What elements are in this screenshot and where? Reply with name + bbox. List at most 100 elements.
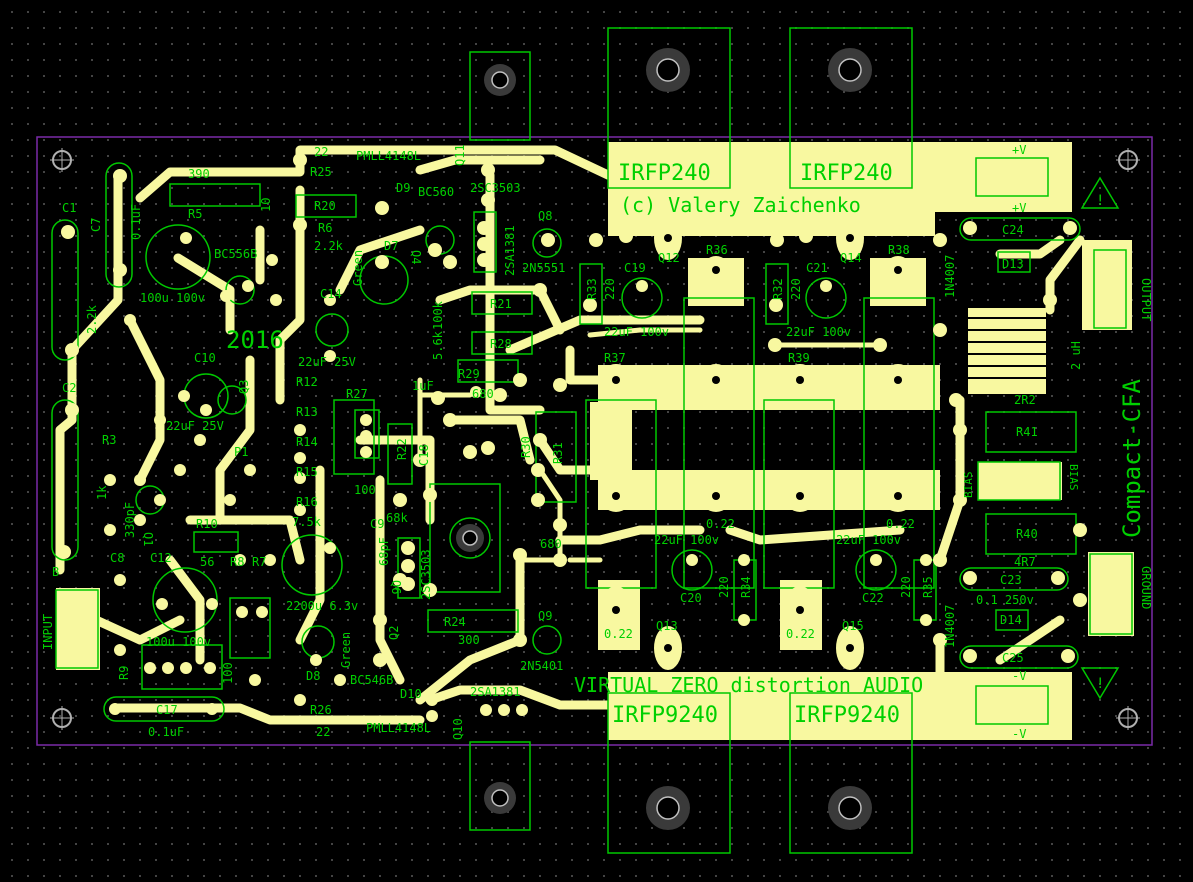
c8-label: C8 [110, 551, 124, 565]
cap-22u100-d: 22uF 100v [836, 533, 901, 547]
cap-22u100-b: 22uF 100v [786, 325, 851, 339]
cap-2200u: 2200u 6.3v [286, 599, 358, 613]
green-led-top: Green [351, 250, 365, 286]
r14-label: R14 [296, 435, 318, 449]
output-label: OUTPUT [1139, 278, 1153, 321]
r39-label: R39 [788, 351, 810, 365]
bias-left-label: BIAS [962, 472, 975, 499]
label-layer: IRFP240 IRFP240 IRFP9240 IRFP9240 (c) Va… [41, 143, 1153, 741]
year-label: 2016 [226, 326, 284, 354]
r16-value: 7.5k [292, 515, 322, 529]
rsense-a: 0.22 [604, 627, 633, 641]
c19-label: C19 [624, 261, 646, 275]
pos-supply-label: +V [1012, 201, 1026, 215]
r25-value: 22 [314, 145, 328, 159]
hazard-icon-top: ! [1096, 193, 1104, 209]
r25-label: R25 [310, 165, 332, 179]
cap-22u25-a: 22uF 25V [298, 355, 356, 369]
neg-supply-label: -V [1012, 669, 1026, 683]
r35-label: R35 [921, 576, 935, 598]
rsense-c: 0.22 [706, 517, 735, 531]
d8-label: D8 [306, 669, 320, 683]
r27-label: R27 [346, 387, 368, 401]
r29-value: 680 [472, 387, 494, 401]
q12-part-label: IRFP240 [618, 161, 711, 186]
r37-label: R37 [604, 351, 626, 365]
brand-label: (c) Valery Zaichenko [620, 193, 861, 217]
r33-value: 220 [603, 278, 617, 300]
board-outline [36, 136, 1153, 746]
c9-value: 68k [386, 511, 408, 525]
pads-layer [50, 48, 1140, 830]
cap-100u100-b: 100u 100v [146, 635, 211, 649]
c7-label: C7 [89, 218, 103, 232]
d9-label: D9 [396, 181, 410, 195]
r26-value: 22 [316, 725, 330, 739]
ground-label: GROUND [1139, 566, 1153, 609]
r5-value: 390 [188, 167, 210, 181]
v56k-label: 5.6k [431, 330, 445, 360]
sc3503-bottom-label: 2SC3503 [419, 549, 433, 600]
c23-label: C23 [1000, 573, 1022, 587]
r22-label: R22 [395, 438, 409, 460]
r31-label: R31 [551, 442, 565, 464]
inductor-label: 2 uH [1069, 341, 1083, 370]
c14-label: C14 [320, 287, 342, 301]
c20-label: C20 [680, 591, 702, 605]
r24-value: 300 [458, 633, 480, 647]
pos-supply-label-top: +V [1012, 143, 1026, 157]
r5-label: R5 [188, 207, 202, 221]
q13-label: Q13 [656, 619, 678, 633]
q6-label: Q6 [389, 580, 403, 594]
q1-label: Q1 [141, 532, 155, 546]
r32-value: 220 [789, 278, 803, 300]
v10-label: 10 [259, 198, 273, 212]
rsense-d: 0.22 [886, 517, 915, 531]
bc546b-label: BC546B [350, 673, 393, 687]
p1-label: P1 [234, 445, 248, 459]
q11-label: Q11 [453, 144, 467, 166]
r34-value: 220 [717, 576, 731, 598]
r33-label: R33 [585, 278, 599, 300]
c1-label: C1 [62, 201, 76, 215]
r35-value: 220 [899, 576, 913, 598]
q14-part-label: IRFP240 [800, 161, 893, 186]
bc560-label: BC560 [418, 185, 454, 199]
n5401-label: 2N5401 [520, 659, 563, 673]
c18-label: C18 [417, 444, 431, 466]
cap-330p: 330pF [123, 502, 137, 538]
c25-label: C25 [1002, 651, 1024, 665]
cap-22u100-a: 22uF 100v [604, 325, 669, 339]
r10-label: R10 [196, 517, 218, 531]
rsense-b: 0.22 [786, 627, 815, 641]
cap-22u100-c: 22uF 100v [654, 533, 719, 547]
r16-label: R16 [296, 495, 318, 509]
bc556b-label: BC556B [214, 247, 257, 261]
v1k-label: 1k [95, 485, 109, 500]
d10-value: PMLL4148L [366, 721, 431, 735]
cap-68p: 68pF [377, 537, 391, 566]
r29-label: R29 [458, 367, 480, 381]
c21-label: C21 [806, 261, 828, 275]
r38-label: R38 [888, 243, 910, 257]
r30-label: R30 [519, 436, 533, 458]
c24-label: C24 [1002, 223, 1024, 237]
d7-label: D7 [384, 239, 398, 253]
r12-label: R12 [296, 375, 318, 389]
r22-value: 100 [354, 483, 376, 497]
d9-value: PMLL4148L [356, 149, 421, 163]
q12-label: Q12 [658, 251, 680, 265]
r24-label: R24 [444, 615, 466, 629]
d14-label: D14 [1000, 613, 1022, 627]
sa1381-vertical-label: 2SA1381 [503, 225, 517, 276]
q3-label: Q3 [237, 380, 251, 394]
r10-value: 56 [200, 555, 214, 569]
c2-label: C2 [62, 381, 76, 395]
r8-label: R8 [230, 555, 244, 569]
n5551-label: 2N5551 [522, 261, 565, 275]
r34-label: R34 [739, 576, 753, 598]
q10-label: Q10 [451, 718, 465, 740]
r15-label: R15 [296, 465, 318, 479]
